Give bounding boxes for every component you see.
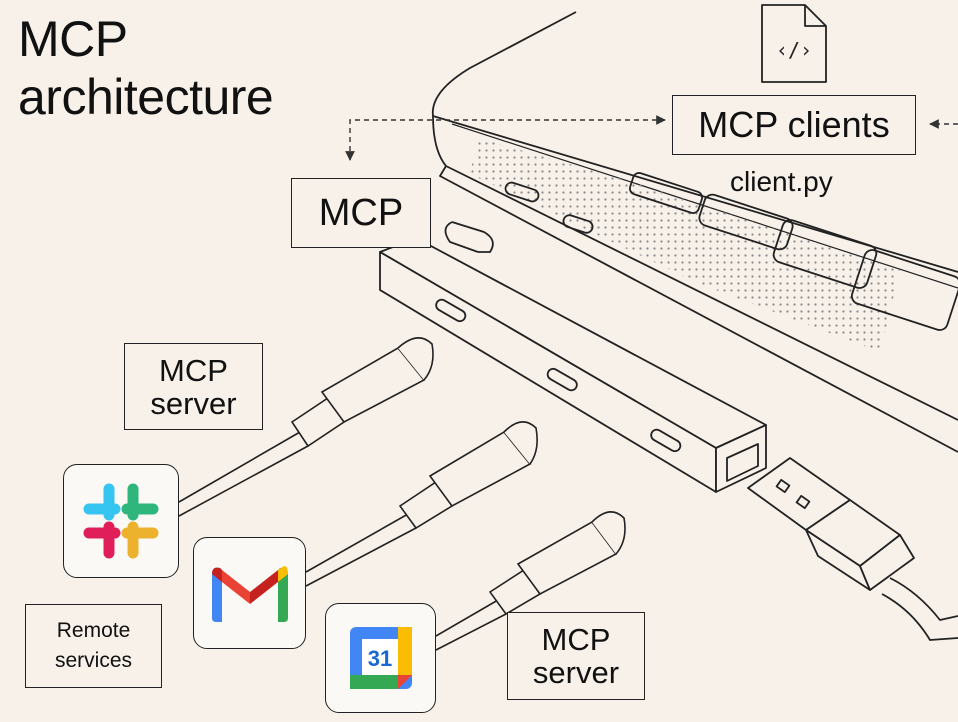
hub-plug xyxy=(444,221,494,253)
arrow-mcp-to-clients xyxy=(345,115,666,161)
slack-app-tile xyxy=(63,464,179,578)
code-file-icon: ‹/› xyxy=(761,4,827,83)
laptop-key xyxy=(698,193,794,251)
title-line-1: MCP xyxy=(18,11,128,67)
server-left-line-2: server xyxy=(150,385,237,421)
server-right-line-1: MCP xyxy=(541,622,611,657)
laptop-port xyxy=(504,181,540,203)
server-left-line-1: MCP xyxy=(159,352,228,388)
usb-a-plug xyxy=(747,457,958,641)
laptop-key xyxy=(850,249,958,331)
laptop-base-bottom xyxy=(439,165,958,453)
slack-icon xyxy=(83,483,159,559)
laptop-key xyxy=(629,172,703,214)
calendar-day-number: 31 xyxy=(367,646,391,671)
mcp-clients-text: MCP clients xyxy=(698,104,890,145)
client-file-name: client.py xyxy=(730,166,833,197)
usb-hub xyxy=(379,237,767,493)
google-calendar-icon: 31 xyxy=(349,627,412,689)
page-title: MCP architecture xyxy=(18,10,274,126)
server-right-line-2: server xyxy=(532,655,620,690)
flow-arrows xyxy=(345,115,958,161)
gmail-icon xyxy=(211,566,288,622)
mcp-label: MCP xyxy=(291,178,431,248)
remote-line-2: services xyxy=(54,649,133,672)
code-icon-glyph: ‹/› xyxy=(776,38,812,62)
google-calendar-app-tile: 31 xyxy=(325,603,436,713)
mcp-server-label-left: MCP server xyxy=(124,343,263,430)
laptop-port xyxy=(562,214,594,234)
remote-services-label: Remote services xyxy=(25,604,162,688)
cable-calendar xyxy=(435,511,626,651)
remote-line-1: Remote xyxy=(56,619,131,642)
laptop xyxy=(431,11,958,453)
mcp-text: MCP xyxy=(318,191,404,234)
cable-slack xyxy=(178,337,434,517)
mcp-clients-label: MCP clients xyxy=(672,95,916,155)
laptop-key xyxy=(772,219,878,289)
mcp-server-label-right: MCP server xyxy=(507,612,645,700)
speaker-grille xyxy=(470,138,900,352)
laptop-lid-edge xyxy=(431,11,958,273)
cable-gmail xyxy=(305,421,538,587)
title-line-2: architecture xyxy=(18,69,274,125)
gmail-app-tile xyxy=(193,537,306,649)
